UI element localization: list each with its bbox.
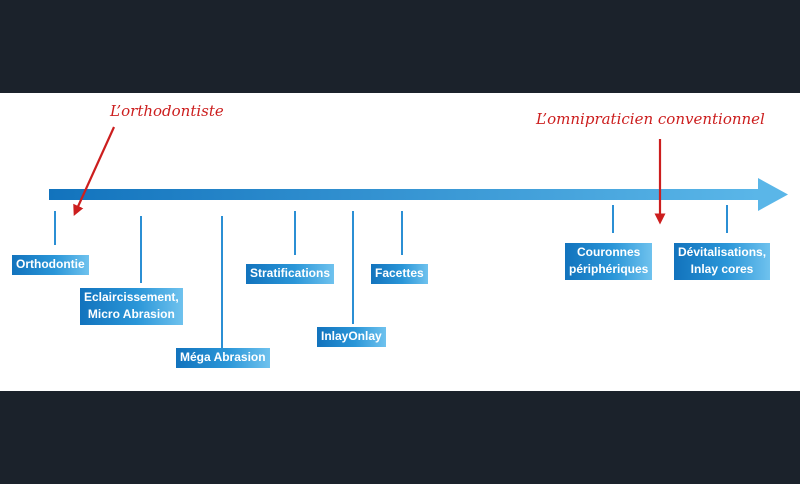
label-eclaircissement-micro-abrasion: Eclaircissement, Micro Abrasion [80,288,183,325]
orthodontist-annotation: L’orthodontiste [110,102,224,120]
timeline-graphic [49,126,788,350]
diagram-panel: L’orthodontiste L’omnipraticien conventi… [0,93,800,391]
label-stratifications: Stratifications [246,264,335,284]
label-mega-abrasion: Méga Abrasion [176,348,270,368]
label-facettes: Facettes [371,264,428,284]
timeline-arrow-head [758,178,788,211]
orthodontist-pointer-arrow [73,126,116,217]
label-inlayonlay: InlayOnlay [317,327,386,347]
label-devitalisations-inlay-cores: Dévitalisations, Inlay cores [674,243,771,280]
label-orthodontie: Orthodontie [12,255,89,275]
timeline-arrow-shaft [49,189,759,200]
label-couronnes-peripheriques: Couronnes périphériques [565,243,653,280]
general-practitioner-annotation: L’omnipraticien conventionnel [536,110,765,128]
